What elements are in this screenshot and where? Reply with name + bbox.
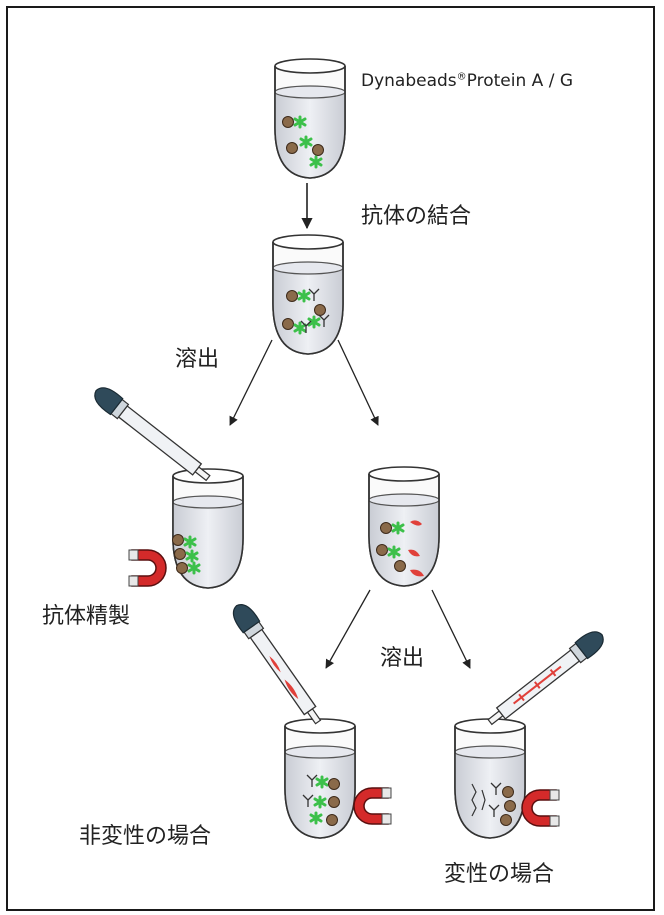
elution-label-2: 溶出 (380, 640, 424, 672)
antibody-binding-label: 抗体の結合 (361, 198, 471, 230)
denaturing-label: 変性の場合 (444, 856, 554, 888)
magnet-icon (354, 788, 391, 824)
arrow-icon (230, 340, 272, 425)
pipette-icon (90, 382, 215, 486)
arrow-icon (432, 590, 470, 668)
product-label: Dynabeads®Protein A / G (361, 71, 573, 91)
tube-icon (275, 59, 345, 178)
tube-icon (285, 719, 355, 838)
pipette-icon (228, 600, 326, 728)
tube-icon (273, 235, 343, 354)
antibody-purification-label: 抗体精製 (42, 598, 130, 630)
tube-icon (369, 467, 439, 586)
non-denaturing-label: 非変性の場合 (79, 818, 211, 850)
magnet-icon (129, 550, 166, 586)
tube-icon (173, 469, 244, 588)
magnet-icon (522, 790, 559, 826)
arrow-icon (326, 590, 370, 668)
pipette-icon (484, 626, 609, 730)
arrow-icon (338, 340, 378, 425)
tube-icon (455, 719, 525, 838)
elution-label: 溶出 (175, 341, 219, 373)
